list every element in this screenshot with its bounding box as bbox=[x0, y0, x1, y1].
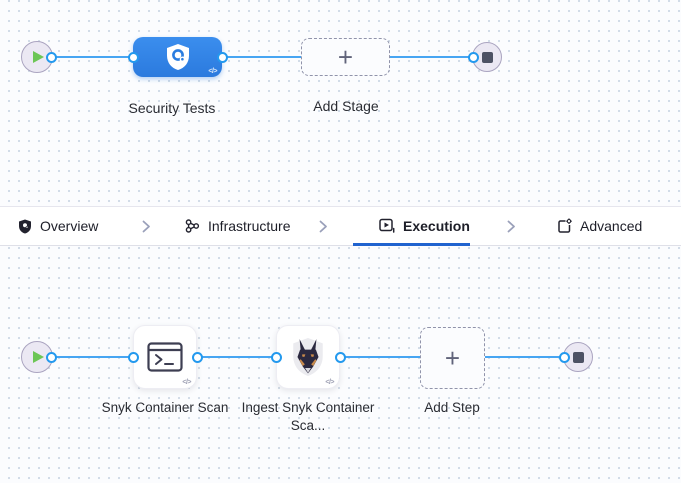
step-label: Snyk Container Scan bbox=[101, 400, 229, 415]
chevron-right-icon bbox=[507, 207, 516, 245]
stop-icon bbox=[481, 51, 493, 63]
step-label: Ingest Snyk Container Sca... bbox=[241, 400, 375, 433]
connector-line bbox=[222, 56, 301, 58]
chevron-right-icon bbox=[142, 207, 151, 245]
connector-handle[interactable] bbox=[45, 51, 57, 63]
stage-node-security-tests[interactable]: </> bbox=[133, 37, 222, 77]
stop-icon bbox=[572, 351, 584, 363]
tab-execution[interactable]: Execution bbox=[379, 207, 470, 245]
connector-handle[interactable] bbox=[45, 351, 57, 363]
step-node-ingest-snyk[interactable]: </> bbox=[276, 325, 340, 389]
shield-icon bbox=[18, 219, 32, 234]
plus-icon: + bbox=[337, 42, 354, 72]
connector-handle[interactable] bbox=[127, 51, 139, 63]
security-shield-icon bbox=[165, 43, 191, 71]
tab-label: Overview bbox=[40, 218, 99, 234]
connector-line bbox=[197, 356, 276, 358]
connector-handle[interactable] bbox=[334, 351, 346, 363]
connector-handle[interactable] bbox=[127, 351, 139, 363]
connector-line bbox=[51, 356, 133, 358]
chevron-right-icon bbox=[319, 207, 328, 245]
connector-handle[interactable] bbox=[191, 351, 203, 363]
connector-handle[interactable] bbox=[467, 51, 479, 63]
tab-overview[interactable]: Overview bbox=[18, 207, 98, 245]
yaml-template-badge: </> bbox=[182, 379, 191, 386]
stage-config-tabbar: Overview Infrastructure bbox=[0, 206, 681, 246]
tab-infrastructure[interactable]: Infrastructure bbox=[184, 207, 290, 245]
tab-label: Infrastructure bbox=[208, 218, 291, 234]
execution-icon bbox=[379, 218, 395, 234]
connector-line bbox=[485, 356, 564, 358]
tab-advanced[interactable]: Advanced bbox=[556, 207, 642, 245]
yaml-template-badge: </> bbox=[208, 68, 217, 75]
connector-line bbox=[390, 56, 473, 58]
infrastructure-icon bbox=[184, 218, 200, 234]
stage-label: Security Tests bbox=[128, 100, 216, 116]
add-stage-button[interactable]: + bbox=[301, 38, 390, 76]
connector-handle[interactable] bbox=[270, 351, 282, 363]
add-step-button[interactable]: + bbox=[420, 327, 485, 389]
connector-line bbox=[51, 56, 133, 58]
yaml-template-badge: </> bbox=[325, 379, 334, 386]
add-stage-label: Add Stage bbox=[313, 98, 379, 114]
connector-handle[interactable] bbox=[558, 351, 570, 363]
plus-icon: + bbox=[444, 343, 461, 373]
execution-canvas: </> </> + bbox=[0, 247, 681, 483]
add-step-label: Add Step bbox=[424, 400, 480, 415]
play-icon bbox=[33, 51, 44, 63]
tab-label: Advanced bbox=[580, 218, 643, 234]
stage-canvas: </> + Security Tests Add Stage bbox=[0, 0, 681, 206]
connector-line bbox=[340, 356, 420, 358]
step-node-snyk-container-scan[interactable]: </> bbox=[133, 325, 197, 389]
terminal-icon bbox=[147, 342, 183, 372]
tab-label: Execution bbox=[403, 218, 470, 234]
active-tab-indicator bbox=[353, 242, 470, 246]
play-icon bbox=[33, 351, 44, 363]
advanced-icon bbox=[556, 218, 572, 234]
connector-handle[interactable] bbox=[216, 51, 228, 63]
snyk-dog-icon bbox=[291, 337, 325, 377]
